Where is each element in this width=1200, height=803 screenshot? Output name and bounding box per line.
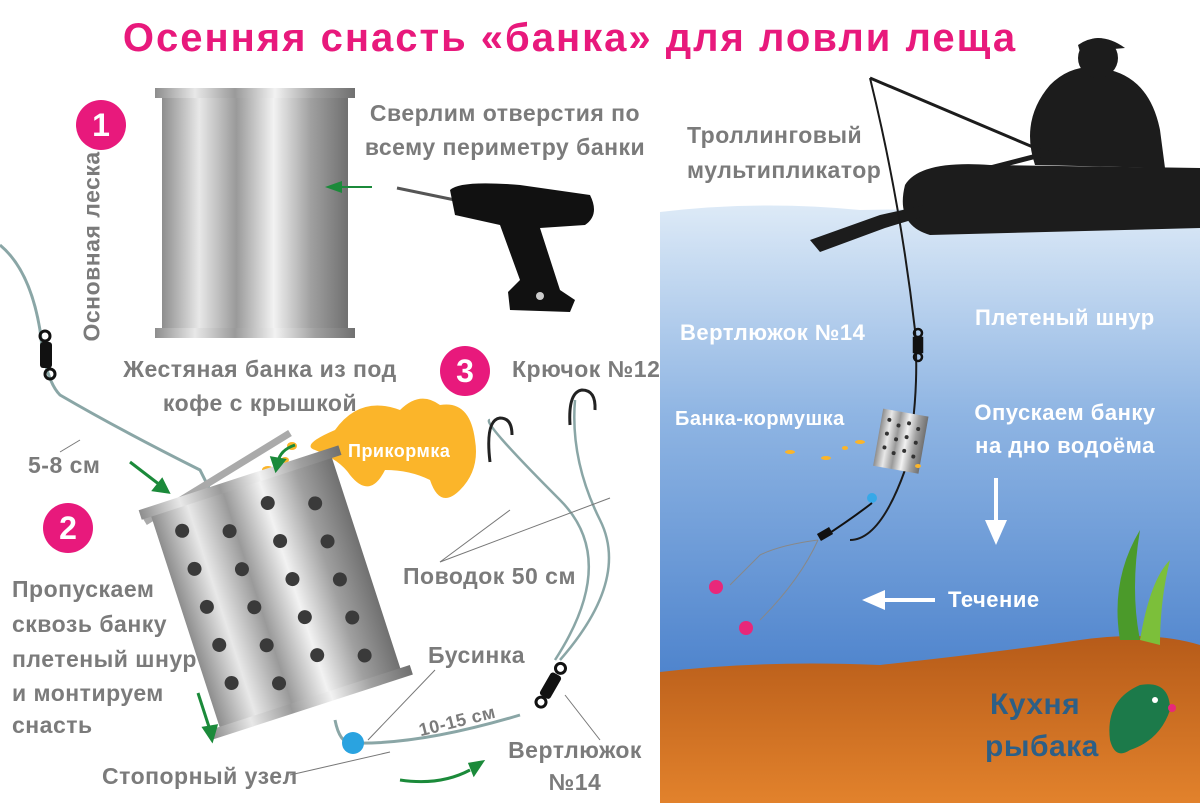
- boat-silhouette: [810, 38, 1200, 252]
- instruction-line-1: Пропускаем: [12, 576, 155, 602]
- leader-lines: [59, 439, 611, 776]
- seaweed-icon: [1117, 530, 1170, 645]
- fish-logo-icon: [1109, 684, 1176, 754]
- bait-ball-icon: [739, 621, 753, 635]
- current-label: Течение: [948, 587, 1040, 612]
- swivel-label-1: Вертлюжок: [508, 737, 642, 763]
- bead-label: Бусинка: [428, 642, 526, 668]
- main-line: [0, 243, 227, 521]
- drill-caption-2: всему периметру банки: [364, 134, 646, 160]
- logo-text-2: рыбака: [985, 730, 1099, 763]
- bait-blob: [310, 398, 476, 498]
- can-caption-1: Жестяная банка из под: [123, 356, 397, 382]
- reel-label-2: мультипликатор: [687, 157, 882, 183]
- swivel-icon: [912, 327, 924, 363]
- feeder-label: Банка-кормушка: [675, 408, 845, 430]
- bait-particles: [785, 440, 921, 468]
- hook-icon: [568, 388, 597, 426]
- drill-caption-1: Сверлим отверстия по: [369, 100, 641, 126]
- logo-text-1: Кухня: [990, 688, 1081, 721]
- page-title: Осенняя снасть «банка» для ловли леща: [122, 16, 1018, 60]
- swivel-label-2: №14: [548, 769, 602, 795]
- swivel-icon: [534, 661, 567, 709]
- swivel-icon: [38, 329, 57, 381]
- tin-can: [155, 88, 355, 338]
- hook-label: Крючок №12: [512, 356, 661, 382]
- instruction-line-2: сквозь банку: [12, 611, 168, 637]
- river-bottom: [660, 636, 1200, 803]
- length-short-label: 5-8 см: [28, 452, 101, 478]
- instruction-line-3: плетеный шнур: [12, 646, 197, 672]
- swivel-right-label: Вертлюжок №14: [680, 320, 866, 345]
- braided-line: [849, 77, 918, 541]
- left-arrow-icon: [862, 590, 935, 610]
- small-feeder-can: [873, 408, 929, 474]
- green-arrows: [129, 443, 486, 784]
- swivel-icon: [816, 527, 834, 541]
- down-arrow-icon: [985, 478, 1007, 545]
- instruction-line-4: и монтируем: [12, 680, 164, 706]
- lower-label-2: на дно водоёма: [975, 433, 1155, 458]
- step-badge-2: 2: [43, 503, 93, 553]
- hook-icon: [487, 416, 514, 463]
- reel-label-1: Троллинговый: [687, 122, 863, 148]
- arrow-left-icon: [325, 181, 372, 193]
- bead-icon: [867, 493, 877, 503]
- fisherman-silhouette: [1030, 67, 1165, 168]
- bead-icon: [342, 732, 364, 754]
- perforated-can: [138, 445, 413, 740]
- main-line-label: Основная леска: [78, 151, 105, 342]
- step-badge-1: 1: [76, 100, 126, 150]
- leader-label: Поводок 50 см: [403, 563, 576, 589]
- lower-label-1: Опускаем банку: [974, 400, 1156, 425]
- drill-icon: [396, 183, 594, 312]
- bait-ball-icon: [709, 580, 723, 594]
- step-badge-3: 3: [440, 346, 490, 396]
- stopper-label: Стопорный узел: [102, 763, 298, 789]
- braid-label: Плетеный шнур: [975, 305, 1155, 330]
- bait-label: Прикормка: [348, 441, 451, 461]
- water-scene: [660, 38, 1200, 803]
- instruction-line-5: снасть: [12, 712, 93, 738]
- can-caption-2: кофе с крышкой: [162, 390, 358, 416]
